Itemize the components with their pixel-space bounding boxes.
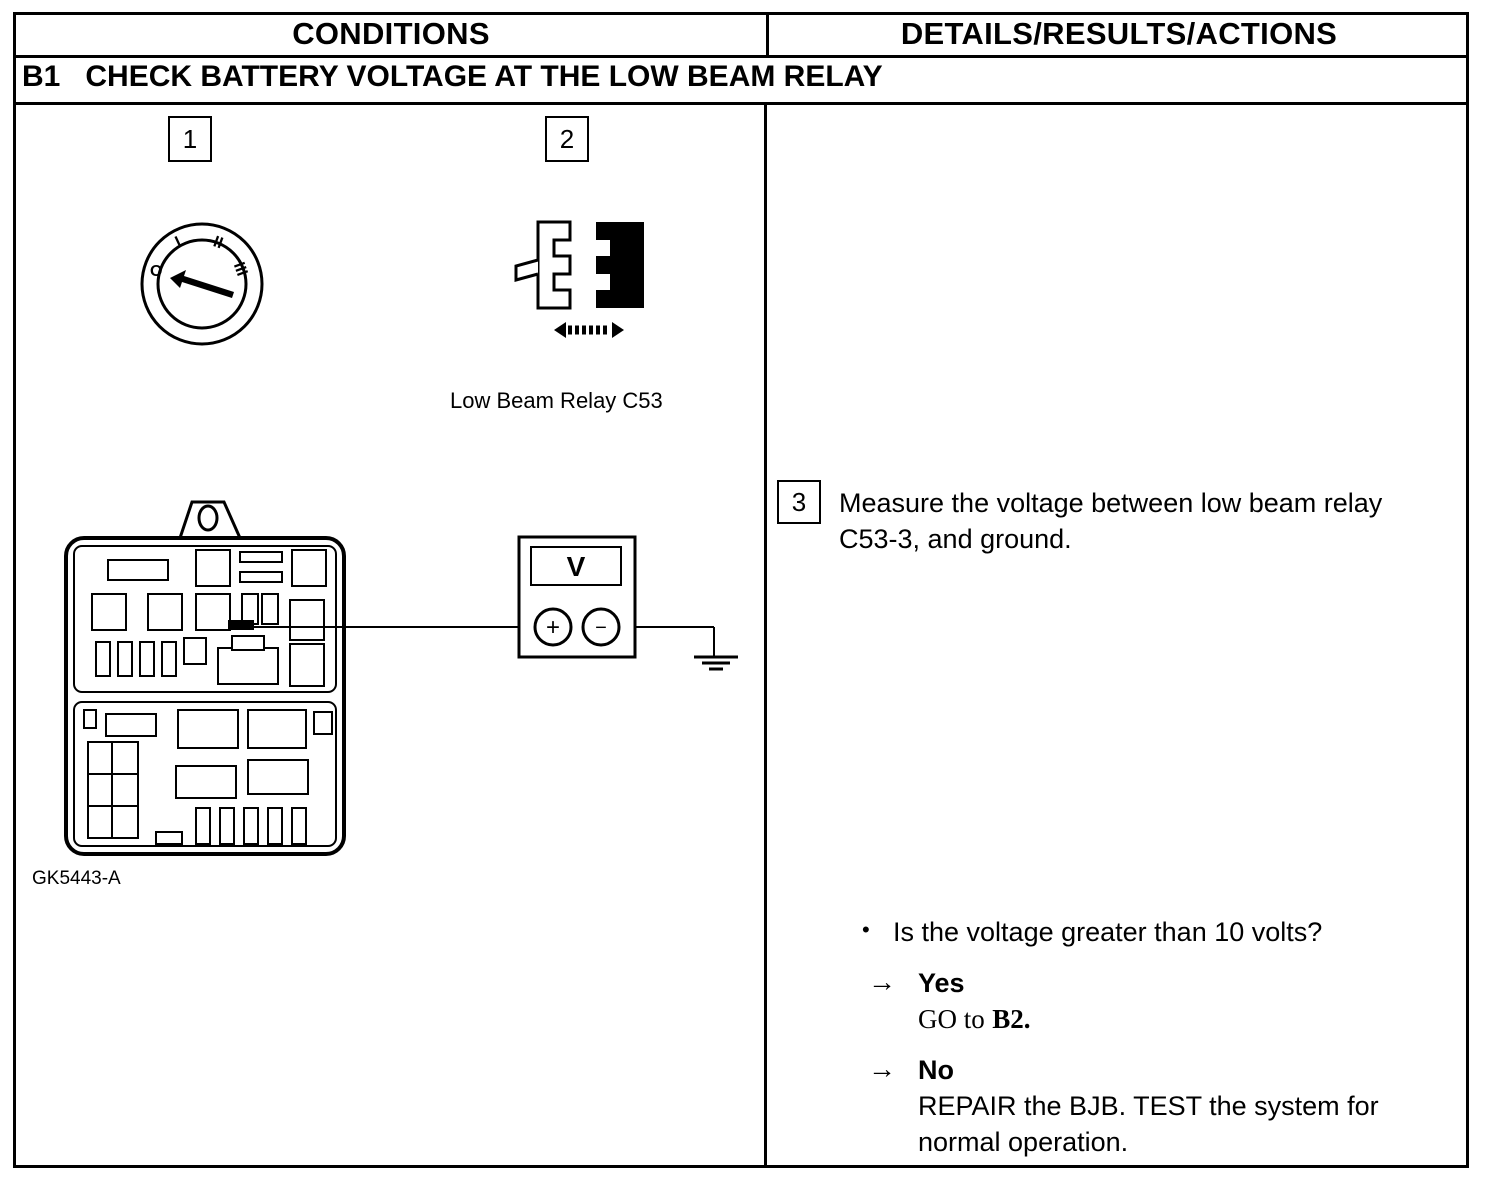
relay-caption: Low Beam Relay C53 xyxy=(450,388,663,413)
conditions-header: CONDITIONS xyxy=(13,12,769,58)
ignition-switch-icon: O I II III xyxy=(140,222,264,346)
relay-connector-icon xyxy=(514,220,644,338)
step-3-instruction: Measure the voltage between low beam rel… xyxy=(839,488,1383,554)
yes-action-go: GO to xyxy=(918,1004,985,1034)
probe-wire xyxy=(240,626,715,658)
bullet-icon: • xyxy=(862,917,870,942)
table-frame xyxy=(13,12,1469,1168)
yes-action-target[interactable]: B2. xyxy=(992,1004,1031,1034)
section-code: B1 xyxy=(22,60,61,93)
yes-action: GO to B2. xyxy=(918,1001,1031,1037)
header-divider xyxy=(766,12,769,58)
step-2-box: 2 xyxy=(545,116,589,162)
figure-id: GK5443-A xyxy=(32,868,121,889)
section-rule xyxy=(13,102,1469,105)
voltmeter-plus: + xyxy=(546,614,560,641)
yes-arrow-icon: → xyxy=(868,966,896,997)
voltmeter-display: V xyxy=(567,551,586,582)
section-title-text: CHECK BATTERY VOLTAGE AT THE LOW BEAM RE… xyxy=(85,60,883,93)
voltmeter-icon: V + − xyxy=(517,535,637,659)
ignition-pos-3: III xyxy=(230,260,251,278)
question-text: Is the voltage greater than 10 volts? xyxy=(893,917,1323,947)
fuse-box-icon xyxy=(64,500,346,856)
yes-label: Yes xyxy=(918,968,965,998)
no-label: No xyxy=(918,1055,954,1085)
ignition-pos-0: O xyxy=(150,263,162,280)
no-action: REPAIR the BJB. TEST the system for norm… xyxy=(918,1091,1379,1157)
step-1-box: 1 xyxy=(168,116,212,162)
column-divider xyxy=(764,104,767,1168)
ground-icon xyxy=(694,655,738,671)
voltmeter-minus: − xyxy=(595,617,607,639)
no-arrow-icon: → xyxy=(868,1053,896,1084)
section-title: B1 CHECK BATTERY VOLTAGE AT THE LOW BEAM… xyxy=(22,60,883,94)
ignition-pos-1: I xyxy=(173,234,184,251)
details-header: DETAILS/RESULTS/ACTIONS xyxy=(769,12,1469,58)
step-3-box: 3 xyxy=(777,480,821,524)
